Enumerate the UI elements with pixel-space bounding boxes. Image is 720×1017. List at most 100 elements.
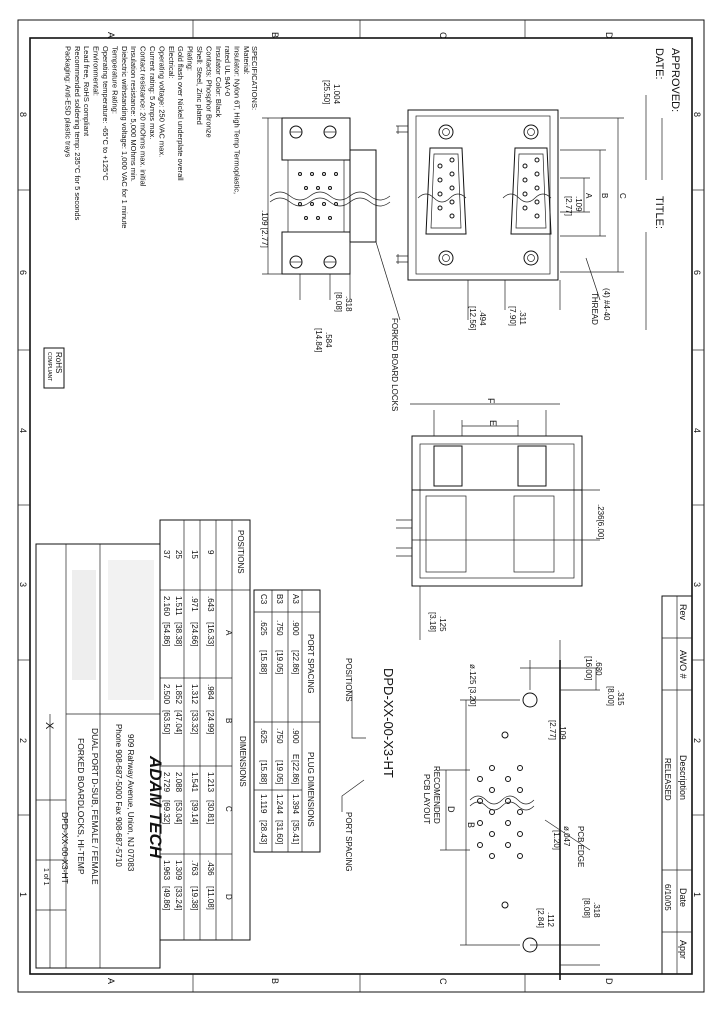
rohs-badge [43, 347, 65, 389]
row-c3-f-m: [28.43] [259, 820, 268, 844]
forked-board-locks-label: FORKED BOARD LOCKS [390, 318, 399, 411]
dim-row-c: 2.729 [162, 772, 171, 793]
dim-row-c: 1.541 [190, 772, 199, 793]
dim-109-pcb: .109 [558, 724, 567, 740]
dim-row-a: .971 [190, 596, 199, 612]
pcb-layout-dims [440, 640, 600, 966]
pcb-layout [469, 660, 561, 980]
dim-row-cm: [30.81] [206, 800, 215, 824]
zone-top-1: A [106, 32, 116, 38]
dim-236: .236[6.00] [596, 504, 605, 540]
dim-row-d: .436 [206, 860, 215, 876]
row-a3-e: .900 [291, 728, 300, 744]
rohs-line2: COMPLIANT [46, 352, 52, 381]
dim-row-b: .984 [206, 684, 215, 700]
dim-row-d: 1.309 [174, 860, 183, 881]
awo-header: AWO # [678, 650, 688, 679]
zone-right-2: 2 [692, 738, 702, 743]
zone-left-2: 2 [18, 738, 28, 743]
spec-line: Environmental: [92, 46, 101, 96]
top-view-dims [410, 403, 600, 640]
dim-311-m: [7.90] [508, 306, 517, 326]
row-c3-e-m: [15.88] [259, 760, 268, 784]
spec-line: Dielectric withstanding voltage: 1,000 V… [120, 46, 129, 228]
date-label: DATE: [653, 48, 665, 80]
spec-line: Material: [242, 46, 251, 75]
part-number: DPD-XX-00-X3-HT [60, 812, 70, 884]
rev-date-cell: 6/10/05 [663, 884, 672, 911]
row-c3-f: 1.119 [259, 794, 268, 814]
dim-318-pcb: .318 [592, 902, 601, 918]
thread-label-1: (4) #4-40 [602, 288, 611, 321]
dim-row-a: 2.160 [162, 596, 171, 617]
col-A-header: A [224, 630, 233, 636]
front-view [396, 109, 559, 281]
spec-line: rated UL 94V-0 [223, 46, 232, 96]
dim-125-m: [3.18] [428, 612, 437, 632]
dim-row-dm: [19.38] [190, 886, 199, 910]
dim-row-am: [24.66] [190, 622, 199, 646]
zone-ticks [18, 20, 704, 992]
dim-row-b: 2.500 [162, 684, 171, 705]
dim-311: .311 [518, 310, 527, 326]
dim-phi125: ø.125 [3.20] [468, 664, 477, 707]
zone-right-4: 4 [692, 428, 702, 433]
zone-top-3: C [438, 32, 448, 39]
row-a3-f: 1.394 [291, 794, 300, 815]
spacing-header-plug: PLUG DIMENSIONS [306, 752, 315, 827]
sheet-number: 1 of 1 [42, 868, 49, 886]
inner-frame [29, 37, 693, 975]
spec-line: Gold flash over Nickel underplate overal… [176, 46, 185, 181]
dim-row-dm: [33.24] [174, 886, 183, 910]
dim-318-pcb-m: [8.08] [582, 898, 591, 918]
dim-B-pcb: B [466, 822, 476, 828]
dim-318-m: [8.08] [334, 292, 343, 312]
appr-header: Appr [678, 940, 688, 959]
scale-value: X [43, 722, 55, 730]
zone-right-1: 1 [692, 892, 702, 897]
row-c3-e: .625 [259, 728, 268, 744]
pcb-edge-label: PCB EDGE [576, 826, 585, 867]
row-b3-f-m: [31.60] [275, 820, 284, 844]
dim-A-front: A [584, 193, 593, 199]
positions-callout: POSITIONS [344, 658, 353, 702]
recommended-pcb-line1: RECOMENDED [432, 766, 441, 824]
spec-line: Contact resistance: 20 mOhms max. initia… [139, 46, 148, 187]
company-address: 909 Rahway Avenue, Union, NJ 07083 [126, 734, 135, 872]
description-line2: FORKED BOARDLOCKS, HI-TEMP [76, 738, 86, 875]
approved-label: APPROVED: [669, 48, 681, 112]
side-view-dims [262, 117, 401, 321]
dim-row-pos: 25 [174, 550, 183, 559]
front-view-dims [467, 117, 624, 320]
dim-row-a: .643 [206, 596, 215, 612]
dim-584-m: [14.84] [314, 328, 323, 352]
spec-line: Insulator: Nylon 6T, High Temp Termoplas… [233, 46, 242, 194]
dim-125: .125 [438, 616, 447, 632]
dim-494-m: [12.56] [468, 306, 477, 330]
dim-E: E [488, 420, 498, 426]
zone-left-4: 4 [18, 428, 28, 433]
zone-left-1: 1 [18, 892, 28, 897]
spec-line: Recommended soldering temp: 235°C for 5 … [73, 46, 82, 221]
dim-row-am: [38.38] [174, 622, 183, 646]
dim-row-b: 1.312 [190, 684, 199, 705]
row-a3-spacing-m: [22.86] [291, 650, 300, 674]
zone-left-8: 8 [18, 112, 28, 117]
dim-109-front-m: [2.77] [564, 196, 573, 216]
callout-leaders [341, 690, 366, 812]
row-b3-spacing: .750 [275, 620, 284, 636]
dim-row-am: [54.86] [162, 622, 171, 646]
row-a3-e-m: [22.86] [291, 760, 300, 784]
dim-row-b: 1.852 [174, 684, 183, 705]
row-b3-e: .750 [275, 728, 284, 744]
description-header: Description [678, 755, 688, 800]
spec-heading: SPECIFICATIONS: [250, 46, 259, 110]
dim-phi047: ø.047 [562, 826, 571, 847]
dim-row-d: .763 [190, 860, 199, 876]
spec-line: Insulation resistance: 5,000 MOhms min. [129, 46, 138, 182]
title-label: TITLE: [653, 196, 665, 229]
spec-line: Insulator Color: Black [214, 46, 223, 118]
dimensions-table-grid [159, 519, 251, 941]
dim-112: .112 [546, 912, 555, 928]
dim-B-front: B [600, 193, 609, 198]
